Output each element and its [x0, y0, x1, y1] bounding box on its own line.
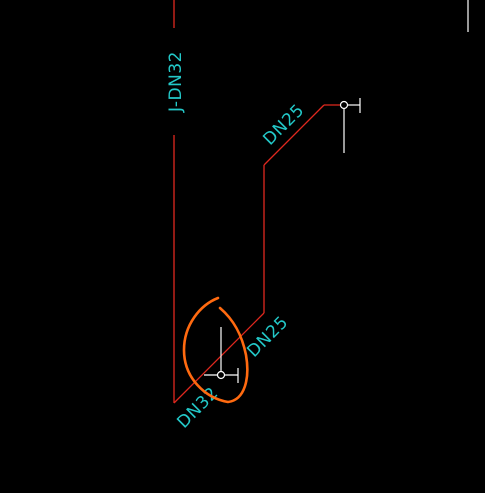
riser-label: J-DN32	[166, 51, 186, 113]
valve-tee-symbol-lower	[204, 327, 239, 383]
pipe-network	[173, 0, 344, 404]
lower-right-diagonal-label: DN25	[243, 312, 292, 361]
upper-diagonal-branch	[263, 104, 325, 166]
upper-diagonal-label: DN25	[259, 100, 308, 149]
valve-tee-symbol-upper	[339, 98, 361, 153]
lower-left-label: DN32	[173, 383, 222, 432]
circle-highlight	[182, 296, 249, 404]
lower-diagonal-branch	[173, 312, 265, 404]
